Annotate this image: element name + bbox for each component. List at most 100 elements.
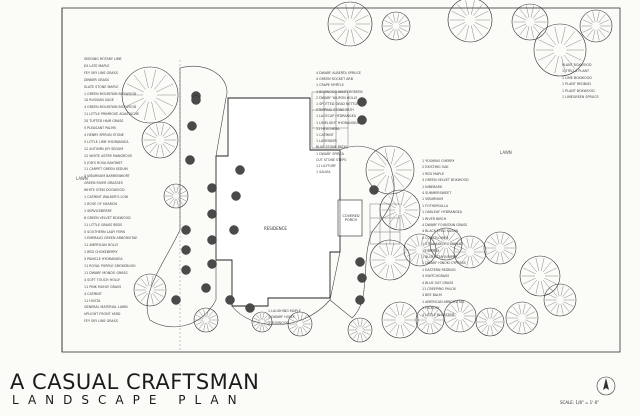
- right-plant-label: 1 RED MAPLE: [422, 171, 445, 176]
- tree-canopy-icon: [141, 121, 179, 159]
- left-plant-label: 1 EMERALD GREEN ARBORVITAE: [84, 236, 138, 241]
- center-plant-label: 1 SALVIA: [316, 170, 331, 175]
- right-plant-label: 4 SWITCHGRASS: [422, 274, 450, 279]
- left-plant-label: 20 TUFTED HAIR GRASS: [84, 119, 124, 124]
- tree-canopy-icon: [193, 307, 219, 333]
- shrub-icon: [171, 295, 181, 305]
- tree-canopy-icon: [543, 283, 577, 317]
- tree-canopy-icon: [347, 317, 373, 343]
- left-plant-label: 3 LITTLE LIME HYDRANGEA: [84, 139, 129, 144]
- left-plant-label: 1 SERVICEBERRY: [84, 208, 112, 213]
- lawn-label-west: LAWN: [76, 176, 88, 181]
- left-plant-label: EX LATE MAPLE: [84, 63, 110, 68]
- right-plant-label: 4 BLACK-EYED SUSAN: [422, 229, 458, 234]
- shrub-icon: [181, 245, 191, 255]
- center-plant-label: BLUE STONE PATIO: [316, 145, 348, 150]
- tree-canopy-icon: [287, 311, 313, 337]
- center-plant-label: 1 CATMINT: [316, 133, 334, 137]
- shrub-icon: [185, 155, 195, 165]
- left-plant-label: 11 HOSTA: [84, 298, 101, 303]
- left-plant-label: FEY SKY LINE GRASS: [84, 70, 118, 75]
- right-plant-label: 1 OAKLEAF HYDRANGEA: [422, 210, 463, 215]
- tree-canopy-icon: [415, 305, 445, 335]
- tree-canopy-icon: [519, 255, 561, 297]
- tree-canopy-icon: [163, 183, 189, 209]
- shrub-icon: [225, 295, 235, 305]
- shrub-icon: [207, 209, 217, 219]
- left-plant-label: 11 PINK MUHLY GRASS: [84, 284, 122, 289]
- right-plant-label: 4 BEE BALM: [422, 293, 442, 298]
- shrub-icon: [357, 273, 367, 283]
- shrub-icon: [235, 165, 245, 175]
- right-plant-label: 4 GREEN VELVET BOXWOOD: [422, 178, 469, 183]
- right-plant-label: 1 FOTHERGILLA: [422, 203, 449, 208]
- north-arrow: [596, 376, 616, 396]
- left-plant-label: FEY SKY LINE GRASS: [84, 319, 118, 324]
- left-plant-label: 1 ROSE OF SHARON: [84, 201, 117, 206]
- tree-canopy-icon: [443, 299, 477, 333]
- right-plant-label: 4 SUMMERSWEET: [422, 191, 452, 195]
- top-plant-label: 1 LIME BOXWOOD: [562, 75, 592, 80]
- center-plant-label: 1 LIMELIGHT HYDRANGEA: [316, 120, 359, 125]
- residence-label: RESIDENCE: [264, 226, 287, 231]
- top-plant-label: 1 PLANT REDBUD: [562, 82, 591, 87]
- tree-canopy-icon: [403, 233, 437, 267]
- shrub-group: [171, 91, 379, 313]
- shrub-icon: [357, 115, 367, 125]
- right-plant-label: 11 CREEPING PHLOX: [422, 287, 456, 291]
- top-plant-label: 1 LIMEGREEN SPRUCE: [562, 95, 599, 99]
- shrub-icon: [207, 183, 217, 193]
- center-plant-label: 11 LILYTURF: [316, 164, 337, 168]
- right-plant-label: 11 SEDUM: [422, 248, 440, 253]
- tree-canopy-icon: [483, 231, 517, 265]
- center-plant-label: CUT STONE STEPS: [316, 157, 347, 162]
- center-plant-label: 2 DWARF YAUPON HOLLY: [316, 95, 358, 100]
- left-plant-label: 5 PLEASANT PALMS: [84, 126, 117, 130]
- right-plant-label: 1 NINEBARK: [422, 184, 443, 189]
- tree-canopy-icon: [447, 0, 493, 43]
- back-patio-pavers: [311, 91, 349, 149]
- tree-canopy-icon: [365, 145, 415, 195]
- left-plant-label: DINNER GRASS: [84, 77, 110, 82]
- left-plant-label: GENERAL MATERIAL LAWN: [84, 305, 128, 310]
- left-plant-label: WHITE STEM DOGWOOD: [84, 188, 125, 193]
- right-plant-label: 4 DWARF FOUNTAIN GRASS: [422, 223, 468, 227]
- tree-canopy-icon: [121, 66, 179, 124]
- plan-subtitle: LANDSCAPE PLAN: [12, 393, 246, 407]
- left-plant-label: 11 ROYAL PURPLE SMOKEBUSH: [84, 264, 136, 268]
- tree-canopy-icon: [369, 239, 411, 281]
- left-plant-label: 11 DWARF MONDO GRASS: [84, 270, 128, 275]
- tree-canopy-icon: [251, 311, 273, 333]
- shrub-icon: [201, 283, 211, 293]
- tree-canopy-icon: [505, 301, 539, 335]
- left-plant-label: 12 WHITE ASTER MANGROVE: [84, 153, 133, 158]
- center-plant-label: 11 HEUCHERA: [316, 126, 340, 131]
- left-plant-label: 11 LITTLE GRASS BEDS: [84, 222, 123, 227]
- bottom-plant-label: 1 DWARF HOLLY: [268, 315, 295, 319]
- tree-canopy-icon: [453, 235, 487, 269]
- left-plant-label: 11 LITTLE PRIMROSE AGASTACHE: [84, 112, 140, 117]
- center-plant-label: 1 LAVENDER: [316, 139, 337, 144]
- front-planting-bed: [231, 299, 331, 326]
- left-plant-label: 5 SOUTHERN LADY FERN: [84, 229, 125, 234]
- left-plant-label: 5 JOB'S ROSA BAYONET: [84, 160, 123, 165]
- shrub-icon: [207, 259, 217, 269]
- left-plant-label: 1 GREEN MOUNTAIN BOXWOOD: [84, 91, 137, 96]
- left-plant-label: 4 SOFT TOUCH HOLLY: [84, 277, 120, 282]
- tree-canopy-icon: [579, 9, 613, 43]
- right-plant-label: 1 VIBURNUM: [422, 197, 444, 202]
- bottom-plant-label: 1 LAUGHING MAPLE: [268, 309, 301, 313]
- porch-label: COVERED PORCH: [342, 214, 360, 222]
- right-plant-label: 1 RIVER BIRCH: [422, 216, 447, 221]
- shrub-icon: [181, 225, 191, 235]
- right-plant-label: 4 BLUE OAT GRASS: [422, 280, 454, 285]
- center-plant-label: 1 DWARF SPIREA: [316, 151, 344, 156]
- right-plant-label: 1 STELLA D'ORO DAYLILY: [422, 242, 464, 247]
- right-plant-label: 1 AMERICAN ARBORVITAE: [422, 299, 465, 304]
- left-plant-label: 6 GREEN VELVET BOXWOOD: [84, 215, 131, 220]
- left-plant-label: 4 CATMINT: [84, 291, 102, 296]
- right-plant-label: 1 BLUE STAR JUNIPER: [422, 255, 458, 259]
- left-plant-label: 1 RED CHOKEBERRY: [84, 250, 118, 255]
- left-plant-label: GREEN RIVER GRASSES: [84, 181, 123, 186]
